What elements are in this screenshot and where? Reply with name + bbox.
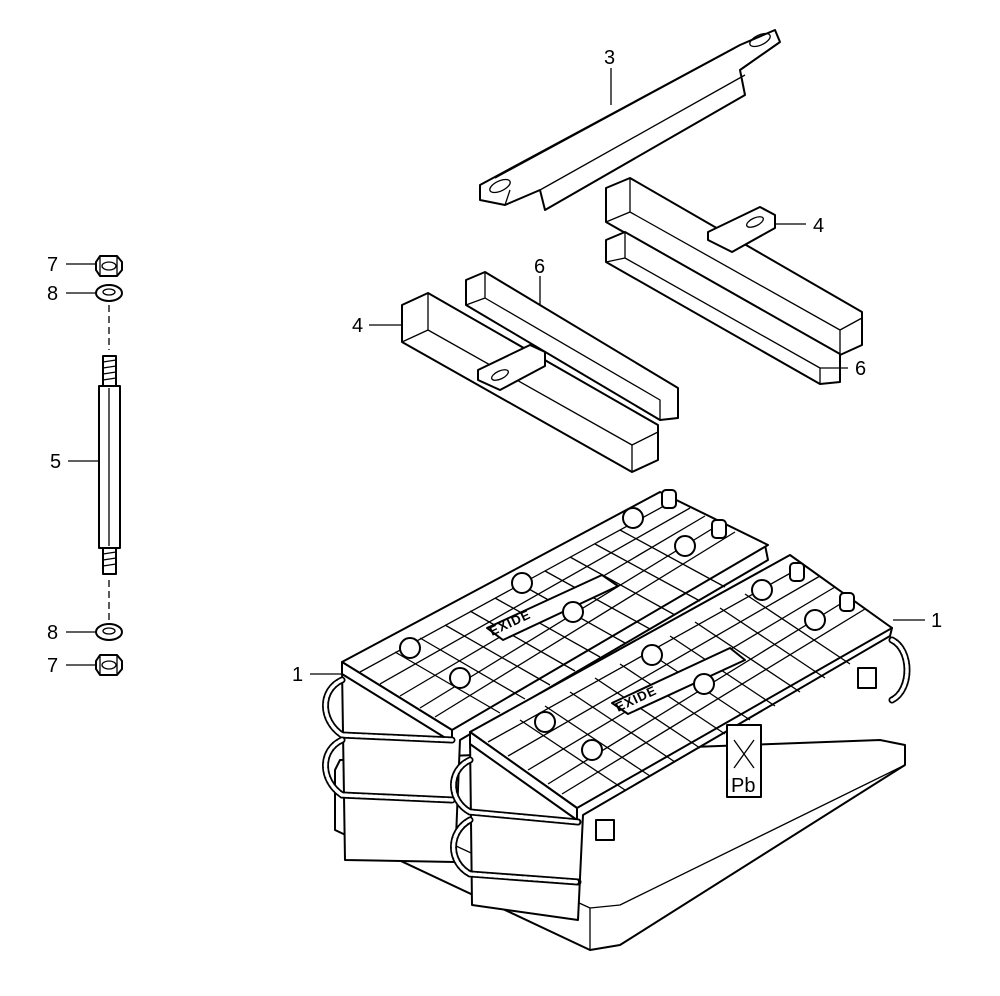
recycle-symbol-text: Pb: [731, 775, 755, 797]
callout-frame-right: 4: [813, 215, 824, 237]
frame-left: [401, 292, 659, 473]
callout-frame-left: 4: [352, 315, 363, 337]
stud-rod: [98, 355, 121, 575]
callout-clamp-bar: 3: [604, 47, 615, 69]
callout-battery-right: 1: [931, 610, 942, 632]
callout-spacer-left: 6: [534, 256, 545, 278]
washer-top: [95, 284, 123, 302]
recycle-symbol-box: [726, 724, 762, 798]
callout-battery-left: 1: [292, 664, 303, 686]
stud-assembly: [95, 255, 123, 676]
frame-right: [605, 177, 863, 356]
washer-bottom: [95, 623, 123, 641]
nut-top: [95, 255, 123, 277]
callout-washer-top: 8: [47, 283, 58, 305]
nut-bottom: [95, 654, 123, 676]
battery-back: EXIDE: [322, 489, 769, 863]
callout-nut-top: 7: [47, 254, 58, 276]
spacer-left: [465, 271, 679, 421]
clamp-bar: [479, 29, 781, 211]
callout-spacer-right: 6: [855, 358, 866, 380]
battery-front: EXIDE Pb: [450, 554, 911, 921]
callout-stud: 5: [50, 451, 61, 473]
leader-lines: [66, 68, 925, 675]
callout-nut-bottom: 7: [47, 655, 58, 677]
callouts: 7 8 5 8 7 3 4 6 4 6 1 1: [47, 47, 942, 686]
spacer-right: [605, 231, 841, 385]
callout-washer-bottom: 8: [47, 622, 58, 644]
